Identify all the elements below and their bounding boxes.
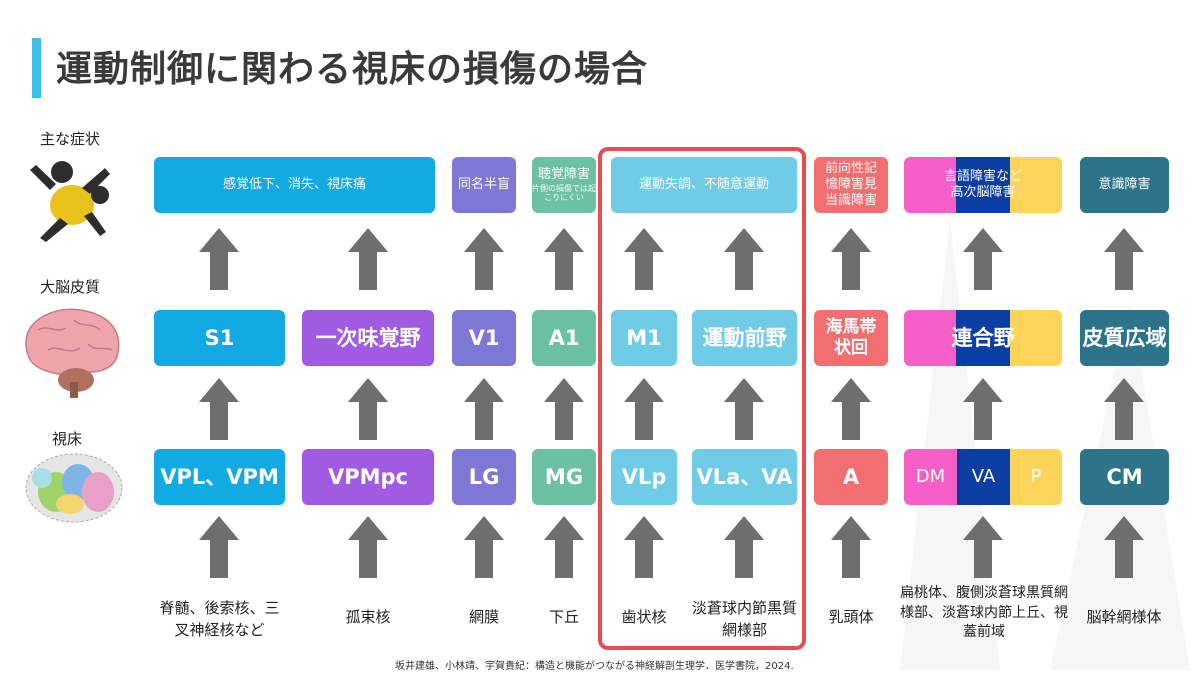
thalamus-va: VA [957,449,1010,505]
symptom-hemianopia: 同名半盲 [452,157,516,213]
cortex-m1: M1 [611,310,677,366]
thalamus-lg: LG [452,449,516,505]
input-pallidum: 淡蒼球内節黒質網様部 [692,599,798,639]
up-arrow-icon [464,228,504,290]
gorilla-falling-icon [30,161,110,242]
input-reticular: 脳幹網様体 [1086,608,1162,626]
up-arrow-icon [348,516,388,578]
thalamus-vpmpc: VPMpc [302,449,434,505]
up-arrow-icon [1104,378,1144,440]
input-retina: 網膜 [468,608,499,626]
up-arrow-icon [464,378,504,440]
input-colliculus: 下丘 [548,608,579,626]
row-label-cortex: 大脳皮質 [40,278,101,296]
cortex-taste: 一次味覚野 [302,310,434,366]
thalamus-icon [25,453,123,523]
up-arrow-icon [199,516,239,578]
symptom-hearing: 聴覚障害 片側の損傷では起こりにくい [532,157,596,213]
symptom-hearing-note: 片側の損傷では起こりにくい [532,183,596,203]
up-arrow-icon [963,516,1003,578]
cortex-s1: S1 [154,310,285,366]
input-spinal: 脊髄、後索核、三叉神経核など [159,599,280,639]
symptom-motor: 運動失調、不随意運動 [611,157,797,213]
up-arrow-icon [963,378,1003,440]
cortex-association: 連合野 [904,310,1062,366]
up-arrow-icon [544,228,584,290]
cortex-premotor: 運動前野 [692,310,797,366]
thalamus-dm: DM [904,449,957,505]
symptom-consciousness: 意識障害 [1080,157,1169,213]
motor-highlight-frame [598,147,806,650]
up-arrow-icon [199,228,239,290]
title-accent-bar [32,38,41,98]
row-label-thalamus: 視床 [52,430,83,448]
up-arrow-icon [348,378,388,440]
input-association: 扁桃体、腹側淡蒼球黒質網様部、淡蒼球内節上丘、視蓋前域 [900,585,1068,641]
thalamus-vpl-vpm: VPL、VPM [154,449,285,505]
cortex-v1: V1 [452,310,516,366]
thalamus-mg: MG [532,449,596,505]
input-dentate: 歯状核 [621,608,667,626]
cortex-wide: 皮質広域 [1080,310,1169,366]
thalamus-association-group: DM VA P [904,449,1062,505]
up-arrow-icon [831,378,871,440]
thalamus-vlp: VLp [611,449,677,505]
cortex-limbic: 海馬帯状回 [814,310,888,366]
page-title: 運動制御に関わる視床の損傷の場合 [56,49,649,90]
up-arrow-icon [464,516,504,578]
up-arrow-icon [348,228,388,290]
brain-icon [25,308,120,398]
symptom-higher-brain: 言語障害など高次脳障害 [904,157,1062,213]
up-arrow-icon [831,516,871,578]
up-arrow-icon [199,378,239,440]
up-arrow-icon [544,516,584,578]
cortex-a1: A1 [532,310,596,366]
symptom-hearing-label: 聴覚障害 [537,167,590,183]
up-arrow-icon [1104,228,1144,290]
up-arrow-icon [1104,516,1144,578]
symptom-memory: 前向性記憶障害見当識障害 [814,157,888,213]
thalamus-p: P [1010,449,1062,505]
symptom-sensory-loss: 感覚低下、消失、視床痛 [154,157,435,213]
input-solitary: 孤束核 [345,608,391,626]
thalamus-vla-va: VLa、VA [692,449,797,505]
row-label-symptoms: 主な症状 [40,130,101,148]
thalamus-cm: CM [1080,449,1169,505]
up-arrow-icon [831,228,871,290]
up-arrow-icon [544,378,584,440]
input-mammillary: 乳頭体 [828,608,874,626]
thalamus-a: A [814,449,888,505]
up-arrow-icon [963,228,1003,290]
citation: 坂井建雄、小林靖、宇賀貴紀：構造と機能がつながる神経解剖生理学．医学書院，202… [395,661,794,672]
